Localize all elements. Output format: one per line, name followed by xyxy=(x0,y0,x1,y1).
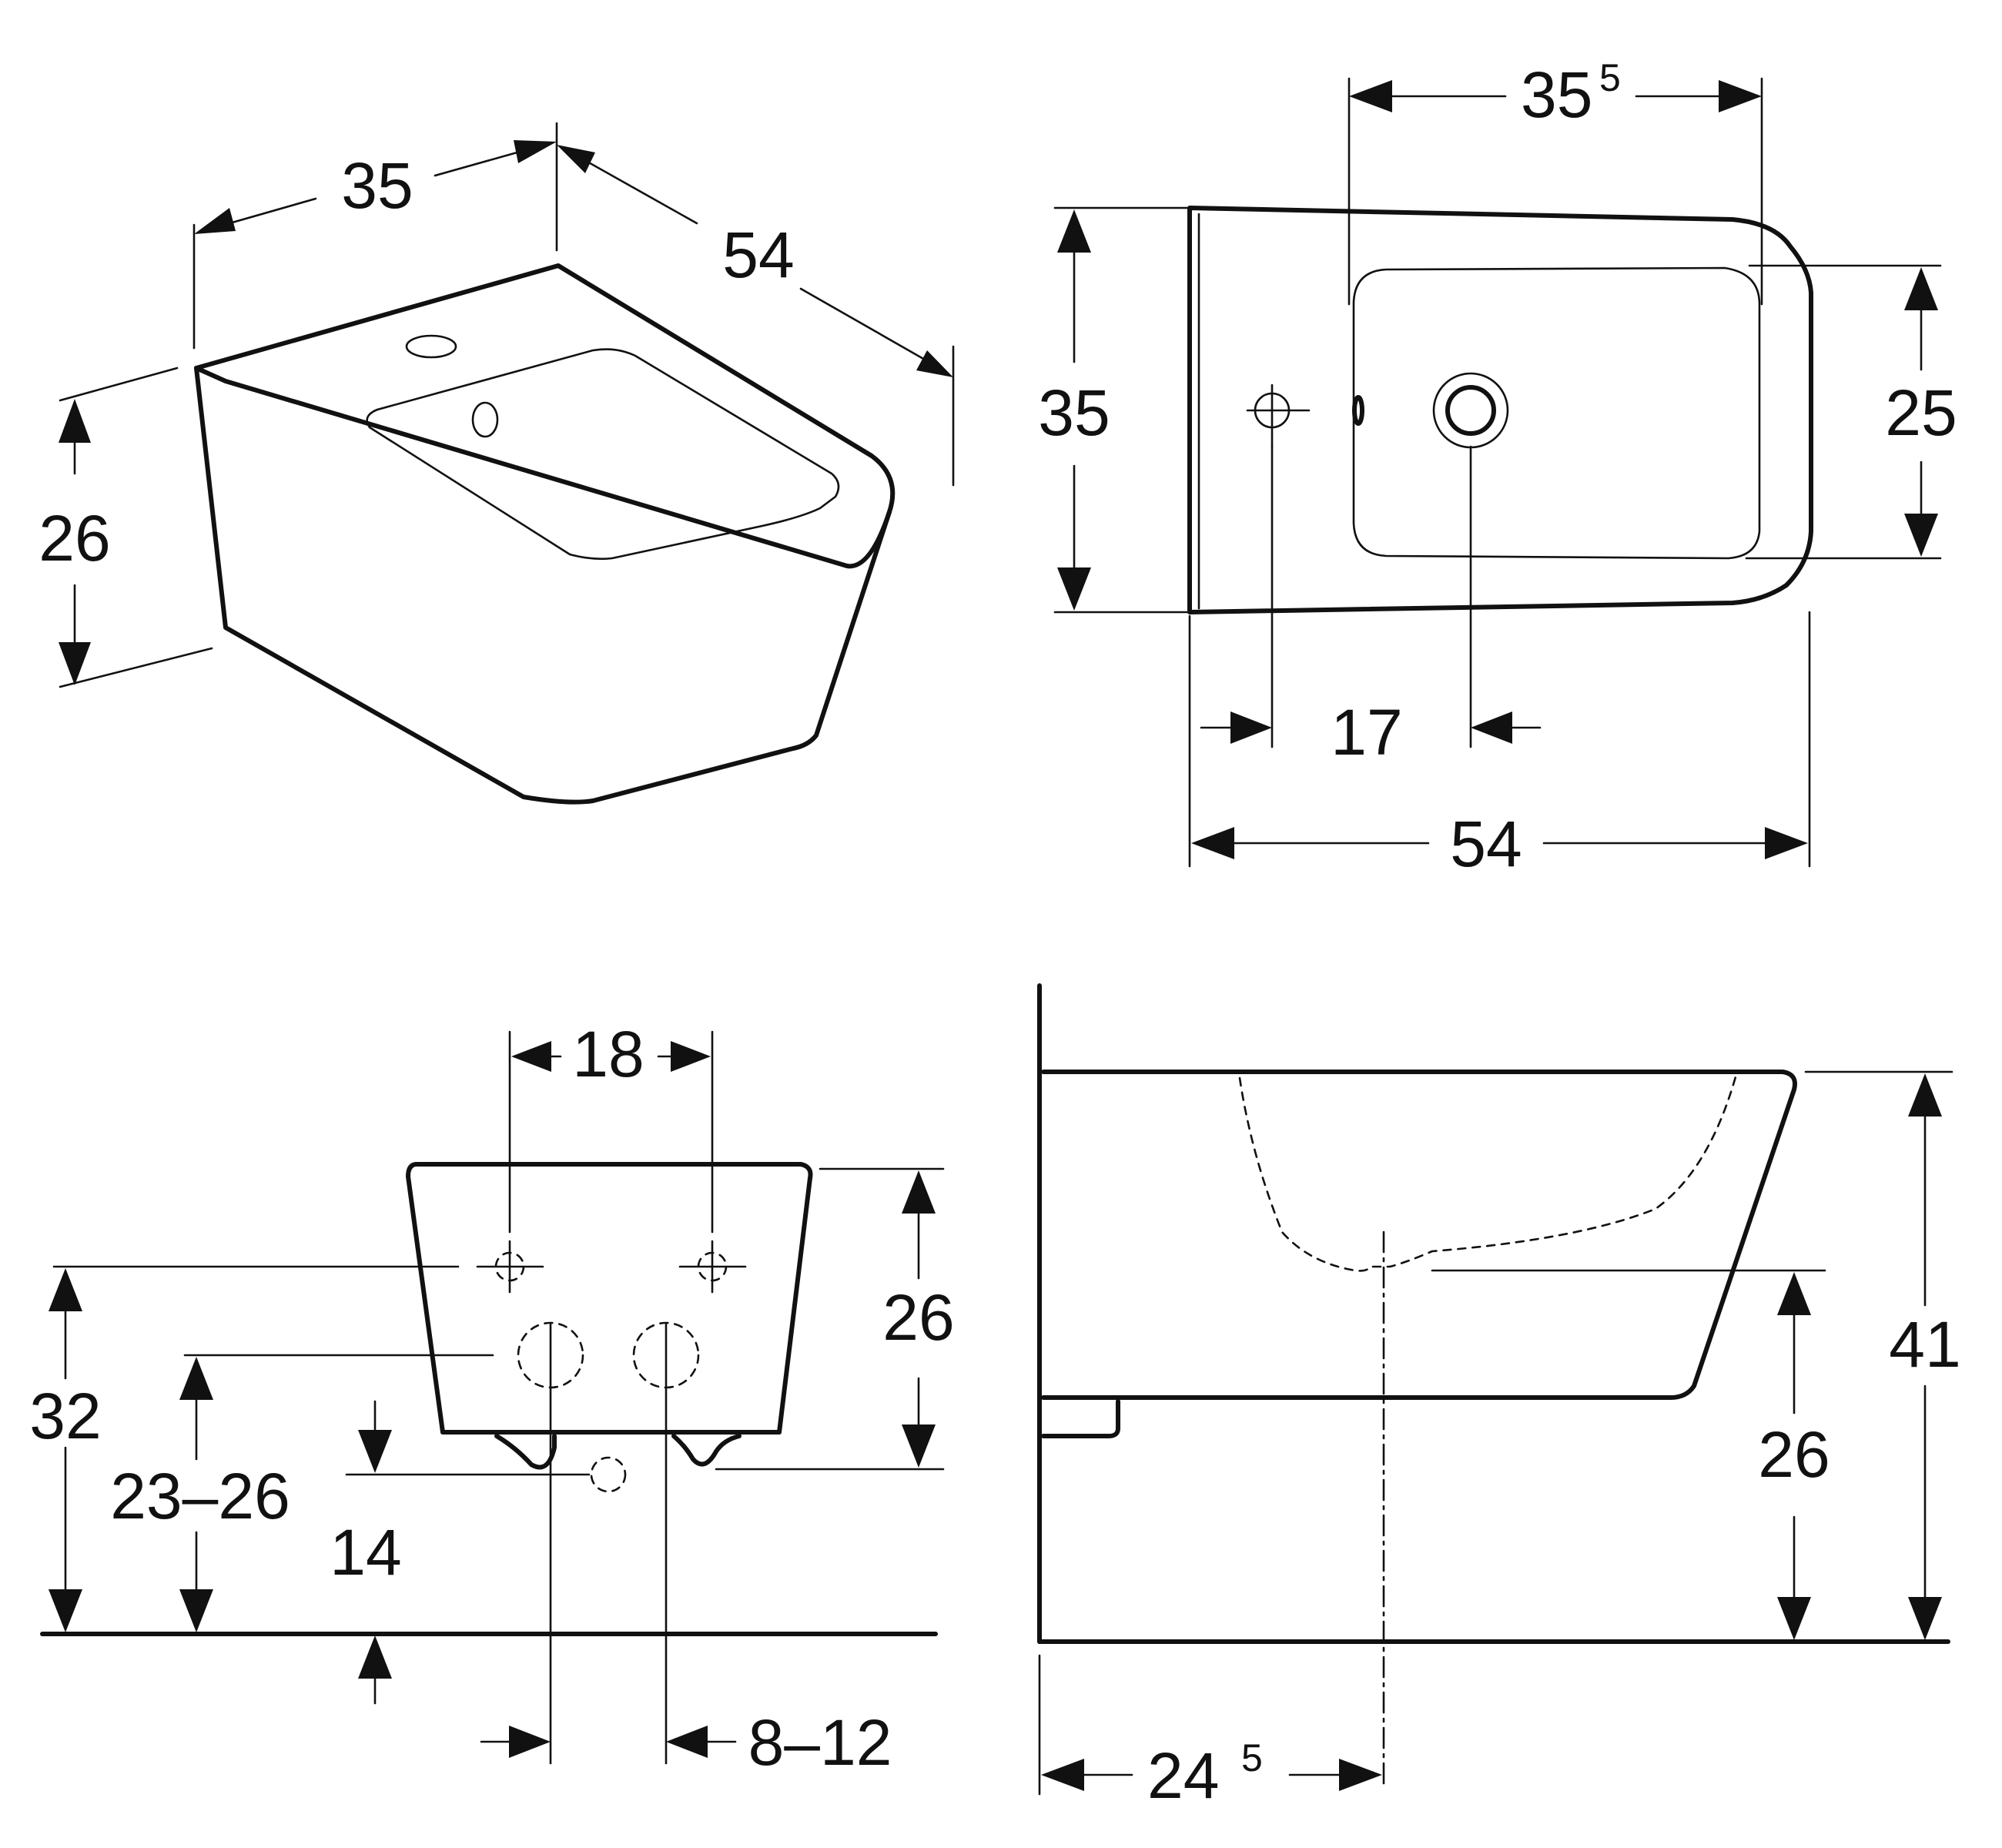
top-tap-to-waste-value: 17 xyxy=(1331,696,1402,768)
iso-overflow-hole xyxy=(471,401,499,438)
rear-bidet-outline xyxy=(406,1162,813,1435)
rear-dim-23-26-arrow-bottom xyxy=(179,1589,213,1632)
rear-view: 18 26 32 23–26 14 8–12 xyxy=(29,1018,954,1779)
rear-dim-23-26-arrow-top xyxy=(179,1357,213,1400)
iso-ext-height-bottom xyxy=(59,647,213,688)
iso-tap-hole xyxy=(405,334,457,359)
top-width-sup: 5 xyxy=(1599,56,1621,99)
rear-waste-height-value: 14 xyxy=(330,1516,401,1589)
iso-depth-arrow-left xyxy=(557,145,595,173)
side-dim-245-arrow-right xyxy=(1339,1759,1382,1791)
top-dim-25-arrow-top xyxy=(1904,267,1938,310)
top-dim-17-arrow-left xyxy=(1230,711,1272,744)
rear-dim-8-12-arrow-right xyxy=(666,1726,708,1758)
rear-dim-18-arrow-right xyxy=(671,1041,711,1072)
rear-height-value: 26 xyxy=(882,1281,954,1354)
rear-dim-14-arrow-top xyxy=(358,1430,392,1473)
rear-dim-26-arrow-top xyxy=(902,1170,936,1214)
side-bowl-hidden xyxy=(1238,1073,1738,1272)
rear-foot-right xyxy=(671,1434,742,1467)
top-dim-17-arrow-right xyxy=(1471,711,1512,744)
side-view: 41 26 24 5 xyxy=(1037,983,1961,1812)
rear-fixing-hole-left xyxy=(476,1240,544,1294)
top-view: 35 5 35 25 17 54 xyxy=(1038,56,1957,880)
rear-dim-32-arrow-bottom xyxy=(49,1589,82,1632)
iso-width-arrow-right xyxy=(514,140,557,163)
side-total-height-value: 41 xyxy=(1889,1308,1960,1381)
top-dim-355-arrow-right xyxy=(1719,80,1762,112)
rear-waste-circle xyxy=(590,1456,627,1493)
top-bidet-outline xyxy=(1187,206,1813,614)
side-dim-26-arrow-top xyxy=(1777,1272,1811,1315)
iso-height-arrow-top xyxy=(59,399,91,443)
rear-dim-26-arrow-bottom xyxy=(902,1424,936,1468)
top-length-value: 54 xyxy=(1450,808,1522,880)
rear-fixing-height-value: 32 xyxy=(29,1380,101,1452)
side-dim-26-arrow-bottom xyxy=(1777,1597,1811,1640)
top-dim-54-arrow-right xyxy=(1765,827,1808,859)
rear-fixing-hole-right xyxy=(678,1240,747,1294)
rear-dim-14-arrow-bottom xyxy=(358,1635,392,1679)
rear-dim-8-12-arrow-left xyxy=(509,1726,551,1758)
iso-depth-line-a xyxy=(572,152,698,225)
side-rim-height-value: 26 xyxy=(1758,1418,1830,1491)
top-side-width-value: 35 xyxy=(1038,377,1110,449)
top-dim-35-arrow-bottom xyxy=(1057,567,1091,611)
iso-top-edge xyxy=(194,366,892,569)
top-waste-outer xyxy=(1432,372,1509,449)
top-dim-355-arrow-left xyxy=(1349,80,1392,112)
top-waste-inner xyxy=(1445,385,1496,436)
iso-bowl-rim xyxy=(366,348,840,561)
rear-dim-18-arrow-left xyxy=(511,1041,551,1072)
rear-supply-height-value: 23–26 xyxy=(110,1460,290,1532)
side-axis-distance-sup: 5 xyxy=(1241,1736,1263,1779)
side-dim-41-arrow-bottom xyxy=(1908,1597,1942,1640)
side-wall-bracket xyxy=(1041,1399,1120,1438)
rear-foot-left xyxy=(494,1434,557,1470)
iso-width-value: 35 xyxy=(341,149,413,222)
iso-width-arrow-left xyxy=(194,208,236,234)
rear-dim-32-arrow-top xyxy=(49,1268,82,1311)
iso-height-value: 26 xyxy=(38,502,110,574)
top-width-value: 35 xyxy=(1521,59,1592,131)
iso-ext-height-top xyxy=(59,367,179,402)
rear-hole-spacing-value: 18 xyxy=(572,1018,644,1090)
iso-bidet-outline xyxy=(194,263,896,805)
top-dim-25-arrow-bottom xyxy=(1904,514,1938,557)
top-dim-54-arrow-left xyxy=(1191,827,1234,859)
rear-supply-offset-value: 8–12 xyxy=(748,1706,892,1779)
side-dim-245-arrow-left xyxy=(1041,1759,1084,1791)
iso-depth-arrow-right xyxy=(916,350,953,377)
top-bowl-width-value: 25 xyxy=(1885,377,1957,449)
side-bidet-outline xyxy=(1041,1070,1797,1400)
isometric-view: 35 54 26 xyxy=(38,122,955,805)
side-dim-41-arrow-top xyxy=(1908,1073,1942,1116)
top-bowl-rim xyxy=(1352,266,1761,560)
iso-depth-value: 54 xyxy=(722,219,794,291)
top-dim-35-arrow-top xyxy=(1057,209,1091,253)
side-axis-distance-value: 24 xyxy=(1147,1739,1219,1812)
iso-height-arrow-bottom xyxy=(59,642,91,685)
iso-depth-line-b xyxy=(799,287,937,367)
top-overflow xyxy=(1352,395,1364,426)
